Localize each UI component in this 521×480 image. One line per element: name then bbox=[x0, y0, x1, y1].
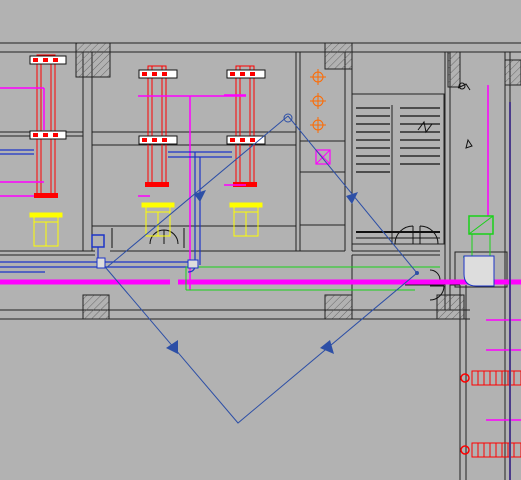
structural-columns bbox=[75, 42, 521, 320]
fcu-2 bbox=[145, 65, 169, 187]
door-swing-icon bbox=[111, 225, 445, 301]
magenta-pipe-layer bbox=[0, 85, 521, 421]
duct-layer bbox=[0, 149, 232, 273]
grille bbox=[29, 55, 67, 65]
duct-fittings bbox=[96, 255, 495, 287]
exhaust-units bbox=[29, 202, 263, 247]
grip[interactable] bbox=[346, 192, 358, 204]
stair-icon bbox=[356, 107, 440, 239]
air-terminal-icon bbox=[29, 55, 266, 145]
selection-grip-icon[interactable] bbox=[166, 190, 358, 354]
misc-symbols bbox=[457, 82, 473, 149]
fire-sprinkler-icon bbox=[310, 69, 326, 133]
grip[interactable] bbox=[320, 340, 334, 354]
grille bbox=[29, 130, 67, 140]
grille bbox=[138, 135, 178, 145]
grille bbox=[226, 135, 266, 145]
fcu-1 bbox=[34, 54, 58, 198]
radiator-coils bbox=[460, 370, 521, 458]
selection-grip-icon[interactable] bbox=[283, 113, 293, 123]
coil-row-2 bbox=[460, 442, 521, 458]
selected-object[interactable] bbox=[105, 115, 418, 424]
coil-row-1 bbox=[460, 370, 521, 386]
grip[interactable] bbox=[194, 190, 206, 202]
grille bbox=[226, 69, 266, 79]
selection-grip-icon[interactable] bbox=[415, 271, 419, 275]
grip[interactable] bbox=[166, 340, 178, 354]
grille bbox=[138, 69, 178, 79]
